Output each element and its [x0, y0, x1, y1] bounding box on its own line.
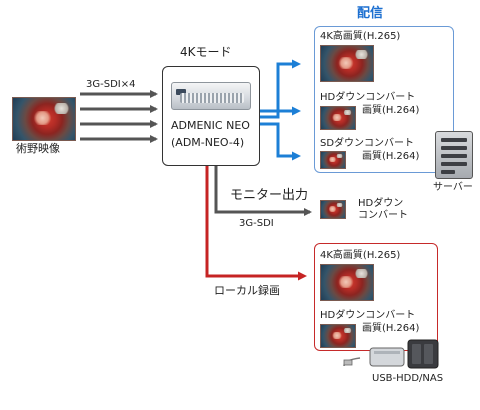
dist-sd-label-1: SDダウンコンバート [320, 138, 415, 149]
dist-4k-thumbnail [320, 45, 374, 82]
surgical-video-thumbnail [12, 97, 76, 141]
usb-hdd-nas-icon [343, 339, 439, 369]
encoder-screen [176, 89, 186, 95]
source-label: 術野映像 [16, 142, 60, 155]
sdi-input-arrows [80, 90, 158, 143]
dist-hd-label-1: HDダウンコンバート [320, 92, 416, 103]
distribution-panel [314, 26, 454, 173]
server-icon [435, 131, 473, 179]
rec-hd-label-2: 画質(H.264) [362, 323, 420, 334]
dist-hd-label-2: 画質(H.264) [362, 105, 420, 116]
device-model: (ADM-NEO-4) [171, 136, 245, 149]
rec-hd-thumbnail [320, 324, 356, 348]
rec-hd-label-1: HDダウンコンバート [320, 310, 416, 321]
encoder-ports [180, 93, 244, 103]
distribution-title: 配信 [357, 6, 384, 21]
rec-4k-label: 4K高画質(H.265) [320, 250, 401, 261]
monitor-thumbnail [320, 200, 346, 219]
encoder-unit [171, 82, 251, 110]
dist-hd-thumbnail [320, 106, 356, 130]
admenic-neo-device: ADMENIC NEO (ADM-NEO-4) [162, 66, 260, 166]
mode-label: 4Kモード [180, 45, 232, 59]
recording-title: ローカル録画 [214, 284, 280, 297]
device-name: ADMENIC NEO [171, 119, 250, 132]
monitor-arrow [214, 166, 312, 216]
monitor-label-1: HDダウン [358, 198, 404, 209]
server-label: サーバー [433, 182, 473, 193]
monitor-connection-label: 3G-SDI [239, 218, 274, 229]
monitor-label-2: コンバート [358, 210, 408, 221]
dist-4k-label: 4K高画質(H.265) [320, 31, 401, 42]
rec-4k-thumbnail [320, 264, 374, 301]
input-label: 3G-SDI×4 [86, 79, 136, 90]
dist-sd-label-2: 画質(H.264) [362, 151, 420, 162]
dist-sd-thumbnail [320, 151, 346, 169]
monitor-title: モニター出力 [230, 188, 309, 203]
storage-label: USB-HDD/NAS [372, 373, 444, 384]
recording-arrow [205, 166, 307, 281]
distribution-arrows [260, 59, 301, 161]
